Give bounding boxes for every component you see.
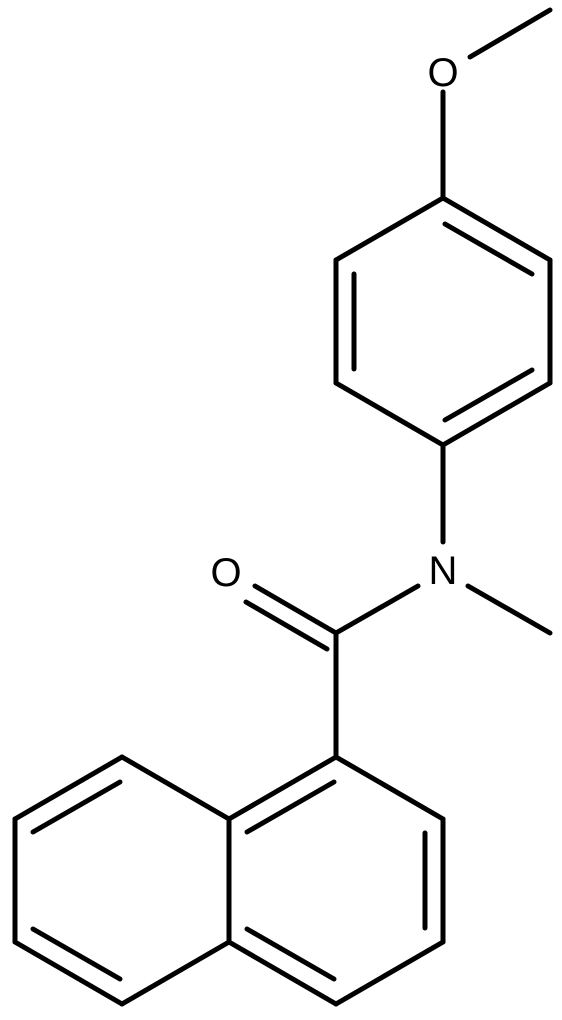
bond-naph-r6 bbox=[226, 754, 339, 822]
bond-naph-l5 bbox=[119, 939, 232, 1007]
bond-ring1-a-inner bbox=[442, 221, 535, 277]
bond-naph-l4-inner bbox=[30, 926, 123, 982]
bond-naph-l1 bbox=[119, 754, 232, 822]
bond-naph-r1 bbox=[333, 754, 446, 822]
bond-ring1-c-inner bbox=[442, 367, 535, 423]
bond-naph-l2-inner bbox=[30, 779, 123, 835]
bond-n-methyl bbox=[465, 583, 553, 636]
bond-naph-r4-inner bbox=[244, 926, 337, 982]
bond-n-carbonyl bbox=[333, 583, 421, 636]
nitrogen-amide-label: N bbox=[429, 549, 458, 593]
bond-ring1-d bbox=[333, 380, 446, 448]
bond-methyl-o bbox=[467, 7, 553, 60]
oxygen-carbonyl-label: O bbox=[210, 551, 241, 595]
bond-naph-l4 bbox=[12, 939, 125, 1007]
bond-naph-r3 bbox=[333, 939, 446, 1007]
oxygen-methoxy-label: O bbox=[427, 51, 458, 95]
bond-ring1-f bbox=[333, 195, 446, 263]
bond-naph-r4 bbox=[226, 939, 339, 1007]
bond-carbonyl-o-1 bbox=[252, 583, 339, 636]
bond-naph-r6-inner bbox=[244, 779, 337, 835]
bond-ring1-a bbox=[440, 195, 553, 263]
bond-carbonyl-o-2 bbox=[243, 599, 330, 652]
bond-ring1-c bbox=[440, 380, 553, 448]
bond-naph-l2 bbox=[12, 754, 125, 822]
